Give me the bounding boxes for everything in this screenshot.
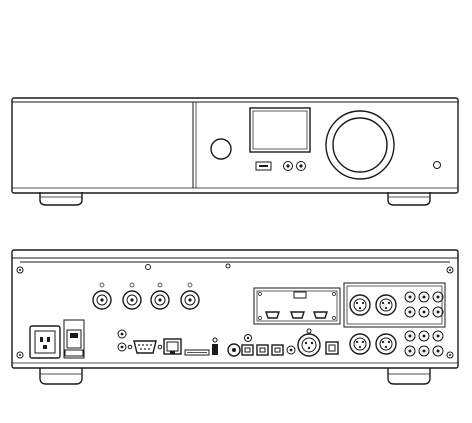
rca-connector-icon [432,345,444,357]
front-left-foot [39,192,83,206]
optical-input-icon [241,344,254,356]
hdmi-port-icon [290,311,305,319]
antenna-connector-icon [180,282,200,310]
rca-connector-icon [432,330,444,342]
trigger-jack-icon [117,329,127,339]
rear-panel-view [11,249,459,385]
usb-b-port-icon [325,341,339,355]
rca-connector-icon [432,306,444,318]
xlr-connector-icon [375,333,397,355]
power-switch-icon [63,319,85,359]
screw-icon [145,264,151,270]
ethernet-port-icon [163,338,182,355]
front-panel-view [11,97,459,206]
rca-connector-icon [404,291,416,303]
xlr-connector-icon [375,294,397,316]
headphone-jack-icon [296,161,306,171]
rca-connector-icon [432,291,444,303]
rca-connector-icon [404,306,416,318]
rear-left-foot [39,368,83,385]
optical-input-icon [256,344,269,356]
antenna-connector-icon [150,282,170,310]
hdmi-module [253,287,341,325]
hdmi-port-icon [265,311,280,319]
xlr-connector-icon [349,294,371,316]
rca-connector-icon [418,345,430,357]
volume-knob-icon [325,110,395,180]
screw-icon [225,263,231,269]
front-right-foot [387,192,431,206]
indicator-block [212,344,218,355]
rca-connector-icon [418,330,430,342]
rca-connector-icon [418,306,430,318]
rear-right-foot [387,368,431,385]
xlr-connector-icon [297,328,321,357]
xlr-connector-icon [349,333,371,355]
antenna-connector-icon [92,282,112,310]
optical-input-icon [271,344,284,356]
rear-chassis [11,249,459,369]
trigger-jack-icon [286,345,296,355]
ir-sensor-icon [433,161,441,169]
iec-power-inlet-icon [29,325,61,359]
coaxial-input-icon [244,334,252,342]
sd-slot-icon [184,349,210,356]
usb-port-icon [255,161,272,171]
rs232-port-icon [127,340,163,354]
trigger-jack-icon [117,342,127,352]
coaxial-input-icon [227,343,241,357]
usb-port-icon [293,291,307,299]
screw-icon [16,266,24,274]
screw-icon [446,351,454,359]
screw-icon [16,351,24,359]
screw-icon [446,266,454,274]
rca-connector-icon [418,291,430,303]
reset-button-icon [212,337,218,343]
antenna-connector-icon [122,282,142,310]
hdmi-port-icon [313,311,328,319]
rca-connector-icon [404,345,416,357]
rca-connector-icon [404,330,416,342]
headphone-jack-icon [283,161,293,171]
analog-io-module [343,282,446,328]
display-screen [249,107,311,153]
front-chassis [11,97,459,194]
power-button-icon [210,138,232,160]
